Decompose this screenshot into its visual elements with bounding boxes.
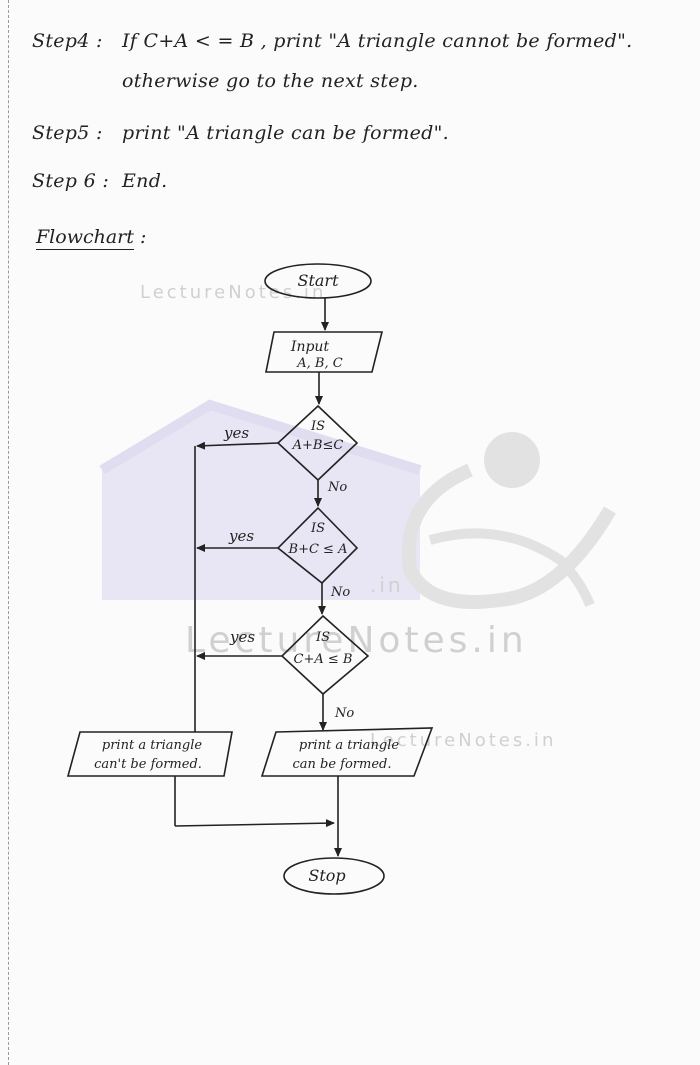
input-box (265, 331, 384, 373)
d1-yes-label: yes (223, 424, 249, 442)
step-4: Step4 : If C+A < = B , print "A triangle … (32, 30, 632, 52)
d2-label-line2: B+C ≤ A (288, 542, 348, 557)
stop-terminal (283, 857, 385, 895)
output-cannot-box (66, 731, 233, 777)
d3-yes-label: yes (229, 628, 255, 646)
d1-label-line2: A+B≤C (292, 438, 344, 453)
arrow-d1-yes (196, 441, 279, 450)
d3-label-line2: C+A ≤ B (294, 652, 353, 667)
stop-label: Stop (308, 866, 345, 885)
out-cannot-line1: print a triangle (102, 738, 203, 753)
page-margin-line (8, 0, 9, 1065)
d1-label-line1: IS (310, 419, 325, 434)
flowchart-heading: Flowchart : (36, 226, 147, 250)
output-can-box (260, 727, 434, 777)
out-can-line2: can be formed. (292, 757, 391, 772)
d2-no-label: No (330, 585, 350, 600)
line-cannot-merge (174, 819, 335, 828)
watermark-text-2: LectureNotes.in (185, 620, 528, 661)
watermark-text-4: .in (370, 573, 404, 597)
out-cannot-line2: can't be formed. (94, 757, 202, 772)
step-4-label: Step4 : (32, 30, 103, 52)
watermark-text-1: LectureNotes.in (140, 282, 326, 303)
step-5: Step5 : print "A triangle can be formed". (32, 122, 449, 144)
start-label: Start (297, 271, 339, 290)
out-can-line1: print a triangle (299, 738, 400, 753)
watermark-logo (99, 399, 617, 609)
d3-no-label: No (334, 706, 354, 721)
step-6-label: Step 6 : (32, 170, 110, 192)
step-5-text: print "A triangle can be formed". (122, 122, 449, 144)
step-6: Step 6 : End. (32, 170, 168, 192)
flowchart-heading-colon: : (139, 226, 147, 248)
d1-no-label: No (327, 480, 347, 495)
input-label-line2: A, B, C (296, 356, 342, 371)
step-5-label: Step5 : (32, 122, 103, 144)
d3-label-line1: IS (315, 630, 330, 645)
d2-label-line1: IS (310, 521, 325, 536)
d2-yes-label: yes (228, 527, 254, 545)
flowchart-heading-text: Flowchart (36, 226, 134, 250)
watermark-text-3: LectureNotes.in (370, 730, 556, 751)
step-4-text: If C+A < = B , print "A triangle cannot … (122, 30, 633, 52)
start-terminal (264, 263, 372, 299)
step-6-text: End. (122, 170, 168, 192)
watermark-head-icon (484, 432, 540, 488)
input-label-line1: Input (290, 339, 330, 355)
step-4-continuation: otherwise go to the next step. (122, 70, 419, 92)
